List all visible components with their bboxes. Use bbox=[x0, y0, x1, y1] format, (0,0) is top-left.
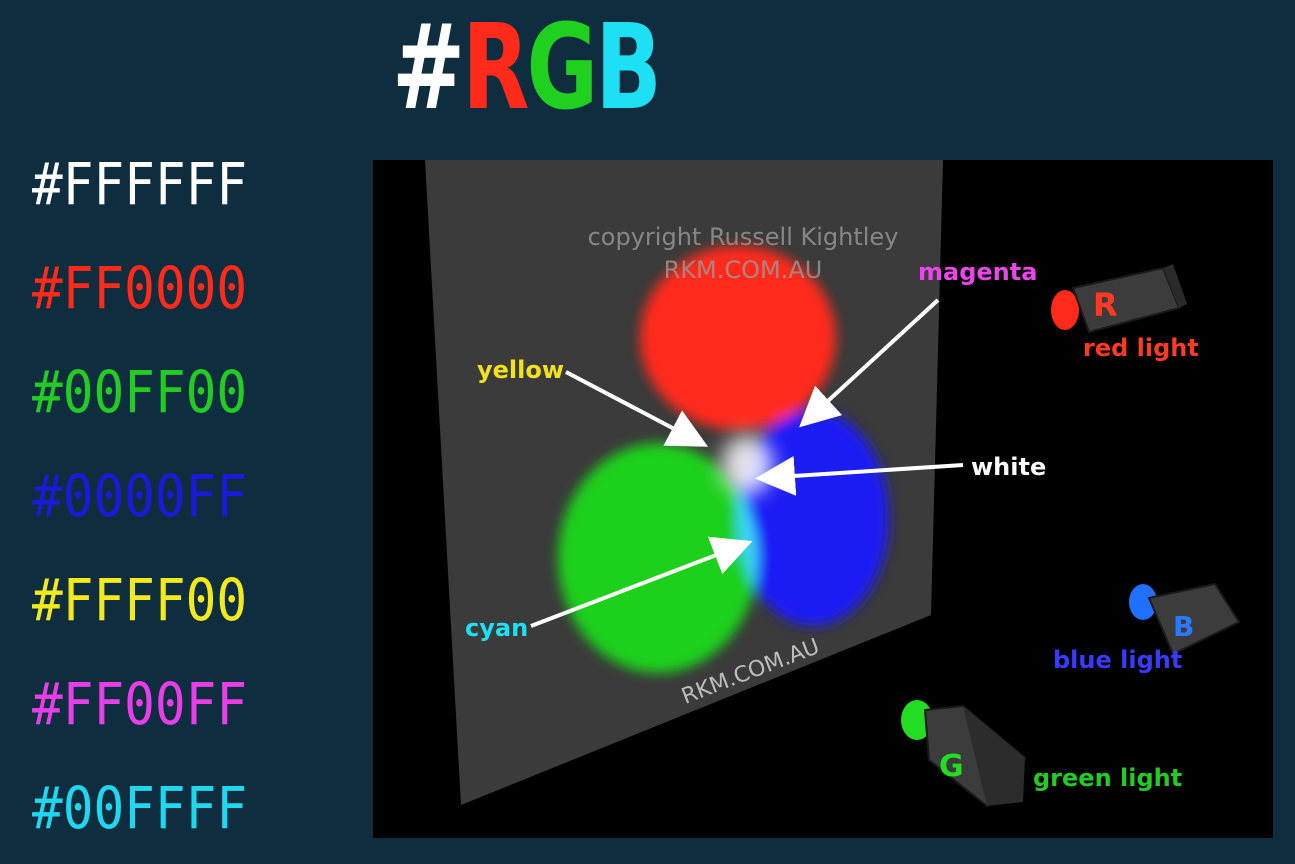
green-projector-letter: G bbox=[939, 749, 964, 784]
title-hash: # bbox=[392, 0, 465, 136]
hex-code-cyan: #00FFFF bbox=[32, 774, 248, 842]
red-lens-glow bbox=[1051, 290, 1079, 330]
hex-code-blue: #0000FF bbox=[32, 462, 248, 530]
hex-code-white: #FFFFFF bbox=[32, 150, 248, 218]
hex-code-list: #FFFFFF #FF0000 #00FF00 #0000FF #FFFF00 … bbox=[32, 132, 352, 860]
hex-code-yellow: #FFFF00 bbox=[32, 566, 248, 634]
label-yellow: yellow bbox=[477, 356, 564, 384]
label-magenta: magenta bbox=[918, 258, 1037, 286]
hex-code-magenta: #FF00FF bbox=[32, 670, 248, 738]
red-circle bbox=[640, 246, 836, 430]
page-title: #RGB bbox=[392, 2, 662, 132]
yellow-arrow bbox=[565, 370, 709, 447]
green-circle bbox=[558, 443, 758, 673]
title-r: R bbox=[462, 0, 529, 136]
diagram-svg: copyright Russell Kightley RKM.COM.AU RK… bbox=[425, 160, 1241, 808]
title-b: B bbox=[595, 0, 662, 136]
title-g: G bbox=[526, 0, 598, 136]
white-arrow bbox=[755, 455, 964, 496]
white-spot bbox=[721, 435, 773, 495]
blue-projector: B bbox=[1129, 582, 1241, 656]
blue-projector-letter: B bbox=[1173, 610, 1194, 643]
rgb-light-diagram: copyright Russell Kightley RKM.COM.AU RK… bbox=[373, 160, 1273, 838]
hex-code-green: #00FF00 bbox=[32, 358, 248, 426]
red-projector-letter: R bbox=[1093, 286, 1118, 324]
red-projector: R bbox=[1051, 264, 1187, 334]
blue-lens-glow bbox=[1129, 584, 1157, 620]
site-watermark-top: RKM.COM.AU bbox=[664, 256, 823, 284]
cyan-arrow bbox=[530, 536, 753, 628]
label-white: white bbox=[971, 453, 1046, 481]
green-projector: G bbox=[901, 700, 1027, 808]
label-blue-light: blue light bbox=[1053, 646, 1182, 674]
label-cyan: cyan bbox=[465, 614, 528, 642]
label-red-light: red light bbox=[1083, 334, 1199, 362]
hex-code-red: #FF0000 bbox=[32, 254, 248, 322]
copyright-text: copyright Russell Kightley bbox=[588, 223, 899, 251]
label-green-light: green light bbox=[1033, 764, 1182, 792]
magenta-arrow bbox=[799, 298, 940, 428]
